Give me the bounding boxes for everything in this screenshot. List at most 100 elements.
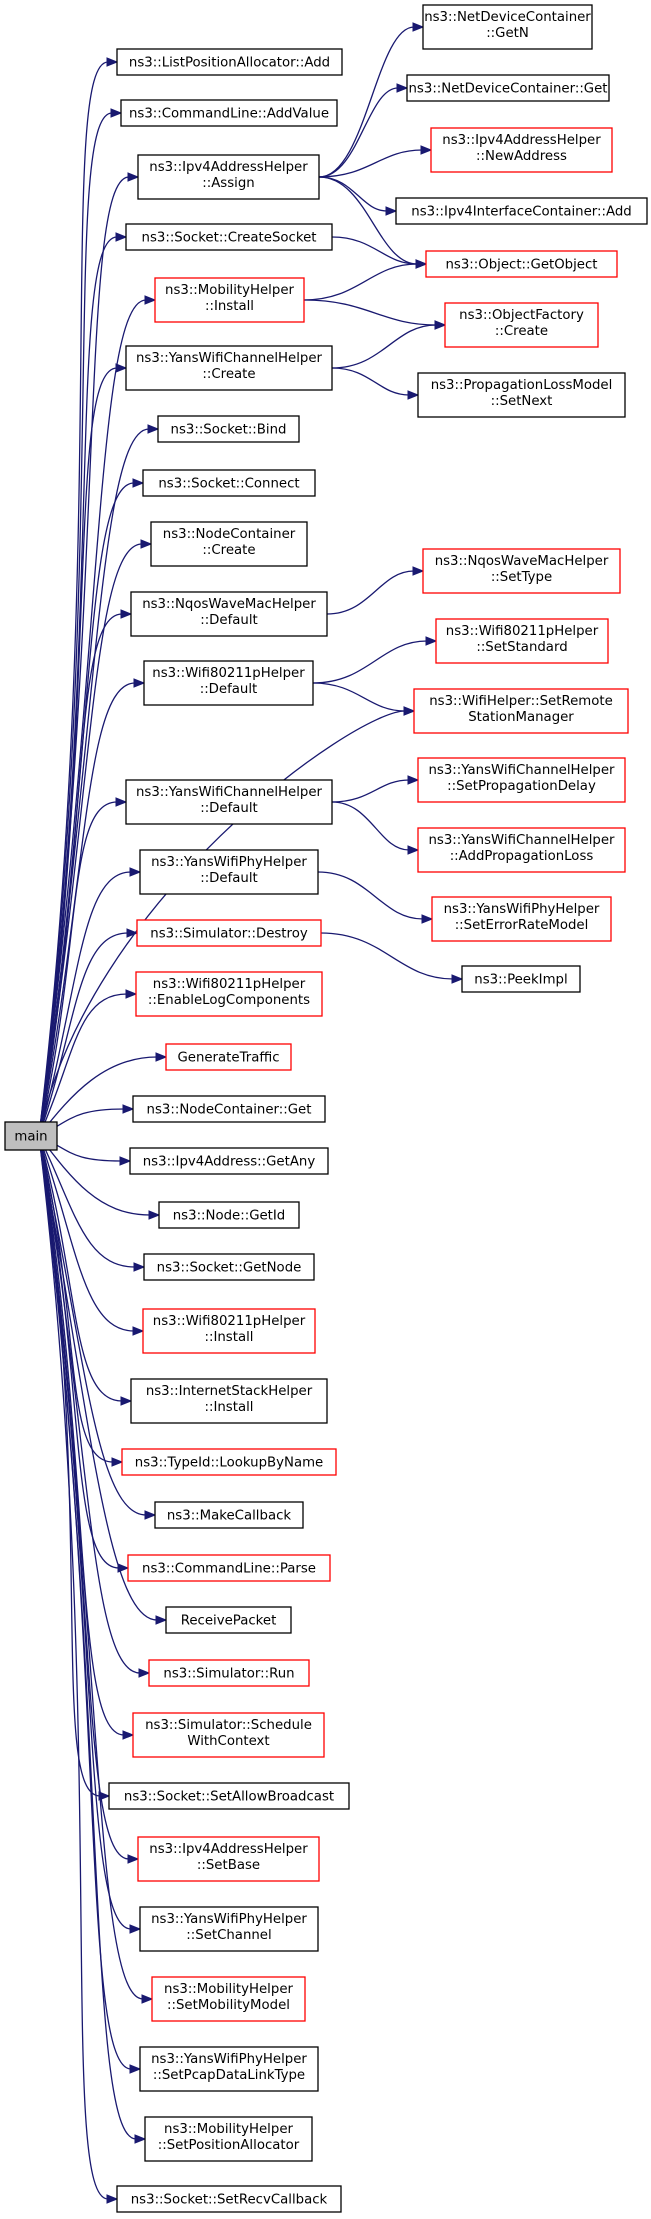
node-socket-getnode: ns3::Socket::GetNode [143,1253,315,1281]
node-box [154,1501,304,1529]
node-box [406,74,610,102]
node-label: ns3::Wifi80211pHelper [446,624,599,639]
node-box [132,1095,326,1123]
edge-ipv4helper-assign-to-ipv4helper-newaddr [318,145,433,178]
root-node-main[interactable]: main [4,1121,58,1151]
node-label: ::EnableLogComponents [148,993,310,1008]
node-socket-setallowbc: ns3::Socket::SetAllowBroadcast [108,1782,350,1810]
node-box [130,591,328,637]
node-sim-destroy[interactable]: ns3::Simulator::Destroy [136,919,322,947]
edge-mobility-install-to-object-getobject [303,259,428,301]
nodes-layer: mainns3::ListPositionAllocator::Addns3::… [4,4,648,2213]
edge-main-to-sim-run [38,1135,151,1678]
node-box [143,660,314,706]
edge-main-to-inetstack-install [38,1135,133,1406]
node-box [435,618,609,664]
node-nodecont-get: ns3::NodeContainer::Get [132,1095,326,1123]
node-yansphy-seterr[interactable]: ns3::YansWifiPhyHelper::SetErrorRateMode… [431,896,612,942]
node-label: ::SetType [491,570,552,585]
node-label: ns3::Socket::Bind [171,423,287,438]
node-label: ReceivePacket [181,1614,277,1629]
node-nqos-settype[interactable]: ns3::NqosWaveMacHelper::SetType [422,548,621,594]
node-label: ns3::WifiHelper::SetRemote [429,694,613,709]
node-mobility-setposalloc: ns3::MobilityHelper::SetPositionAllocato… [144,2116,313,2162]
node-label: ns3::CommandLine::AddValue [129,107,329,122]
node-box [395,197,648,225]
node-socket-create: ns3::Socket::CreateSocket [125,223,333,251]
node-inetstack-install: ns3::InternetStackHelper::Install [130,1378,328,1424]
node-box [121,1448,337,1476]
node-box [125,779,333,825]
node-box [142,1308,316,1354]
edge-main-to-generatetraffic [38,1052,168,1137]
node-ipv4helper-newaddr[interactable]: ns3::Ipv4AddressHelper::NewAddress [430,127,613,173]
node-label: ns3::YansWifiChannelHelper [428,763,615,778]
node-label: ns3::Simulator::Destroy [150,927,308,942]
node-label: ns3::Ipv4InterfaceContainer::Add [411,205,631,220]
node-label: ::Install [205,1400,254,1415]
node-label: ns3::PropagationLossModel [431,378,613,393]
node-label: ns3::MobilityHelper [164,1982,293,1997]
node-cmd-parse[interactable]: ns3::CommandLine::Parse [127,1554,331,1582]
node-label: ns3::NetDeviceContainer::Get [409,82,608,97]
node-label: ::SetNext [491,394,553,409]
node-yanschan-setpropdelay[interactable]: ns3::YansWifiChannelHelper::SetPropagati… [417,757,626,803]
node-wifi80211p-install[interactable]: ns3::Wifi80211pHelper::Install [142,1308,316,1354]
node-socket-setrecvcb: ns3::Socket::SetRecvCallback [116,2185,342,2213]
node-label: ns3::MakeCallback [167,1509,292,1524]
edge-main-to-wifi80211p-enablelog [38,989,138,1137]
node-ipv4helper-setbase[interactable]: ns3::Ipv4AddressHelper::SetBase [137,1836,320,1882]
node-box [417,827,626,873]
node-sim-run[interactable]: ns3::Simulator::Run [148,1659,310,1687]
edge-main-to-makecallback [38,1135,157,1520]
node-box [116,2185,342,2213]
node-mobility-setmodel[interactable]: ns3::MobilityHelper::SetMobilityModel [151,1976,306,2022]
edge-main-to-mobility-setposalloc [38,1135,147,2144]
node-box [125,345,333,391]
node-box [417,757,626,803]
node-generatetraffic[interactable]: GenerateTraffic [165,1043,292,1071]
node-label: ns3::NodeContainer::Get [147,1103,312,1118]
node-label: ns3::Ipv4Address::GetAny [143,1155,316,1170]
node-mobility-install[interactable]: ns3::MobilityHelper::Install [154,277,305,323]
node-peekimpl: ns3::PeekImpl [461,965,581,993]
node-typeid-lookup[interactable]: ns3::TypeId::LookupByName [121,1448,337,1476]
edge-nqos-default-to-nqos-settype [326,566,425,615]
node-ipv4ifcont-add: ns3::Ipv4InterfaceContainer::Add [395,197,648,225]
node-yanschan-default: ns3::YansWifiChannelHelper::Default [125,779,333,825]
node-label: ns3::NqosWaveMacHelper [435,554,609,569]
node-nqos-default: ns3::NqosWaveMacHelper::Default [130,591,328,637]
edge-main-to-yanschan-create [38,363,128,1137]
node-label: ::Create [495,324,548,339]
node-label: ns3::PeekImpl [474,973,567,988]
edge-wifi80211p-default-to-wifihelper-setremote [312,682,416,716]
node-wifi80211p-setstd[interactable]: ns3::Wifi80211pHelper::SetStandard [435,618,609,664]
node-label: WithContext [187,1734,269,1749]
node-objfactory-create[interactable]: ns3::ObjectFactory::Create [444,302,599,348]
node-label: ns3::MobilityHelper [164,2122,293,2137]
node-box [132,1712,325,1758]
edge-yanschan-default-to-yanschan-addproploss [331,801,420,855]
node-receivepacket: ReceivePacket [165,1606,292,1634]
node-label: ns3::CommandLine::Parse [142,1562,316,1577]
node-socket-bind: ns3::Socket::Bind [157,415,300,443]
node-box [139,849,319,895]
node-proploss-setnext: ns3::PropagationLossModel::SetNext [417,372,626,418]
node-label: ::Default [200,682,258,697]
node-box [165,1606,292,1634]
node-label: ns3::Ipv4AddressHelper [149,1842,308,1857]
node-object-getobject[interactable]: ns3::Object::GetObject [425,250,618,278]
node-box [444,302,599,348]
node-netdevcont-getn: ns3::NetDeviceContainer::GetN [422,4,593,50]
node-yanschan-addproploss[interactable]: ns3::YansWifiChannelHelper::AddPropagati… [417,827,626,873]
node-label: ns3::Socket::CreateSocket [142,231,317,246]
edge-socket-create-to-object-getobject [331,236,428,269]
node-wifi80211p-enablelog[interactable]: ns3::Wifi80211pHelper::EnableLogComponen… [135,971,323,1017]
node-box [143,1253,315,1281]
node-box [142,469,316,497]
node-label: ns3::YansWifiChannelHelper [428,833,615,848]
node-box [144,2116,313,2162]
node-label: ns3::Node::GetId [173,1209,286,1224]
